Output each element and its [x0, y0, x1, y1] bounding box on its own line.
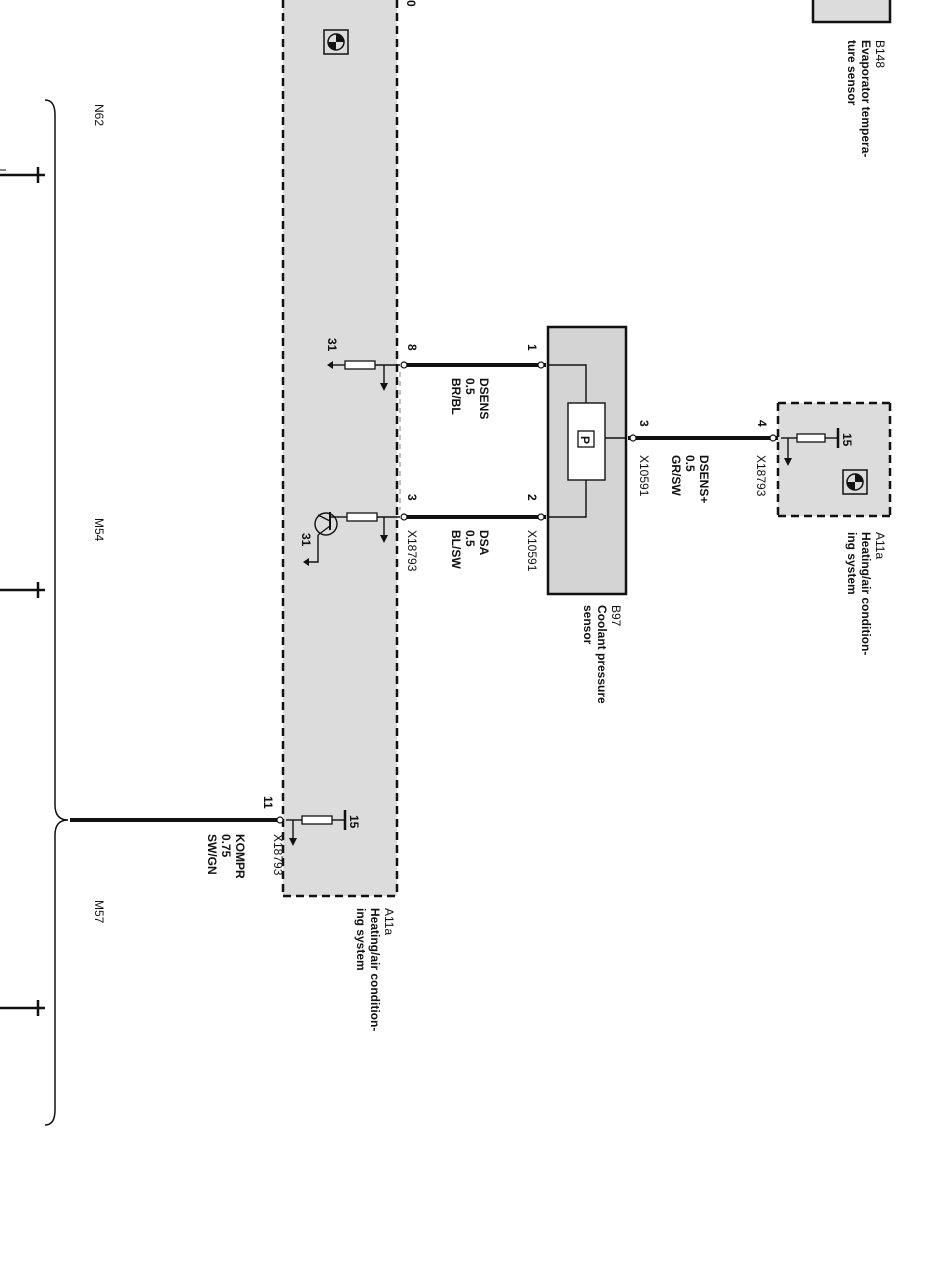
- b97-connector-pin3: X10591: [637, 455, 651, 497]
- wire-kompr-label: KOMPR 0.75 SW/GN: [205, 834, 247, 879]
- section-marker: [0, 167, 45, 183]
- a11a-main-name-line2: ing system: [354, 908, 368, 971]
- b148-label: B148 Evaporator tempera- ture sensor: [845, 40, 887, 157]
- kompr-connector: X18793: [271, 834, 285, 876]
- transistor-icon: [306, 512, 338, 563]
- b148-name-line1: Evaporator tempera-: [859, 40, 873, 157]
- wire-dsens-plus: [628, 434, 778, 442]
- a11a-top-connector: X18793: [754, 455, 768, 497]
- wire-kompr: [70, 816, 284, 824]
- pin-3-b97: 3: [637, 420, 651, 427]
- wire-dsens-label: DSENS 0.5 BR/BL: [449, 378, 491, 419]
- a11a-main-id: A11a: [382, 908, 396, 935]
- dsens-plus-size: 0.5: [683, 455, 697, 472]
- resistor-icon: [331, 360, 400, 385]
- a11a-top-label: A11a Heating/air condition- ing system: [845, 532, 887, 655]
- pin-2-b97: 2: [525, 494, 539, 501]
- variant-n62: N62: [92, 104, 106, 126]
- b97-id: B97: [609, 605, 623, 627]
- kompr-signal: KOMPR: [233, 834, 247, 879]
- bmw-logo-icon: [842, 469, 868, 495]
- a11a-top-box: [776, 401, 892, 518]
- b97-name-line1: Coolant pressure: [595, 605, 609, 704]
- b97-label: B97 Coolant pressure sensor: [581, 605, 623, 704]
- terminal-31-a: 31: [325, 338, 339, 352]
- dsens-plus-signal: DSENS+: [697, 455, 711, 503]
- wire-dsens-plus-label: DSENS+ 0.5 GR/SW: [669, 455, 711, 503]
- wire-dsa: [400, 513, 546, 521]
- kompr-color: SW/GN: [205, 834, 219, 875]
- a11a-top-id: A11a: [873, 532, 887, 559]
- pin-1-b97: 1: [525, 344, 539, 351]
- a11a-main-edge-pin: 0: [404, 0, 418, 7]
- b97-name-line2: sensor: [581, 605, 595, 645]
- dsens-signal: DSENS: [477, 378, 491, 419]
- terminal-15-top: 15: [840, 433, 854, 447]
- pin-3-a11a: 3: [405, 494, 419, 501]
- bmw-logo-icon: [323, 29, 349, 55]
- ground-arrow-icon: [380, 535, 388, 543]
- kompr-size: 0.75: [219, 834, 233, 858]
- b97-connector-pin2: X10591: [525, 530, 539, 572]
- section-marker: [0, 582, 45, 598]
- wire-dsens: [400, 361, 546, 369]
- a11a-main-name-line1: Heating/air condition-: [368, 908, 382, 1031]
- b97-component: P: [546, 325, 628, 596]
- b148-name-line2: ture sensor: [845, 40, 859, 106]
- b97-symbol: P: [578, 436, 592, 444]
- variant-m54: M54: [92, 518, 106, 542]
- ground-arrow-icon: [289, 838, 297, 846]
- ground-arrow-icon: [303, 558, 309, 566]
- pin-4-a11a: 4: [755, 420, 769, 427]
- dsens-size: 0.5: [463, 378, 477, 395]
- a11a-top-name-line2: ing system: [845, 532, 859, 595]
- ground-arrow-icon: [327, 361, 388, 391]
- a11a-main-box: [281, 0, 401, 898]
- a11a-top-name-line1: Heating/air condition-: [859, 532, 873, 655]
- b148-component: [811, 0, 892, 24]
- a11a-main-connector-dsa: X18793: [405, 530, 419, 572]
- terminal-31-b: 31: [299, 533, 313, 547]
- a11a-main-label: A11a Heating/air condition- ing system: [354, 908, 396, 1031]
- dsa-color: BL/SW: [449, 530, 463, 569]
- pressure-sensor-icon: P: [577, 430, 595, 448]
- dsa-size: 0.5: [463, 530, 477, 547]
- b148-id: B148: [873, 40, 887, 68]
- wire-dsa-label: DSA 0.5 BL/SW: [449, 530, 491, 569]
- variant-m57: M57: [92, 900, 106, 924]
- section-marker: [0, 1000, 45, 1016]
- dsa-signal: DSA: [477, 530, 491, 556]
- resistor-icon: [286, 810, 347, 840]
- variant-brace: [44, 99, 69, 1126]
- ground-arrow-icon: [784, 458, 792, 466]
- dsens-plus-color: GR/SW: [669, 455, 683, 496]
- resistor-icon: [338, 512, 400, 537]
- resistor-icon: [781, 428, 840, 460]
- pin-11-a11a: 11: [261, 796, 275, 809]
- pin-8-a11a: 8: [405, 344, 419, 351]
- terminal-15: 15: [347, 815, 361, 829]
- dsens-color: BR/BL: [449, 378, 463, 415]
